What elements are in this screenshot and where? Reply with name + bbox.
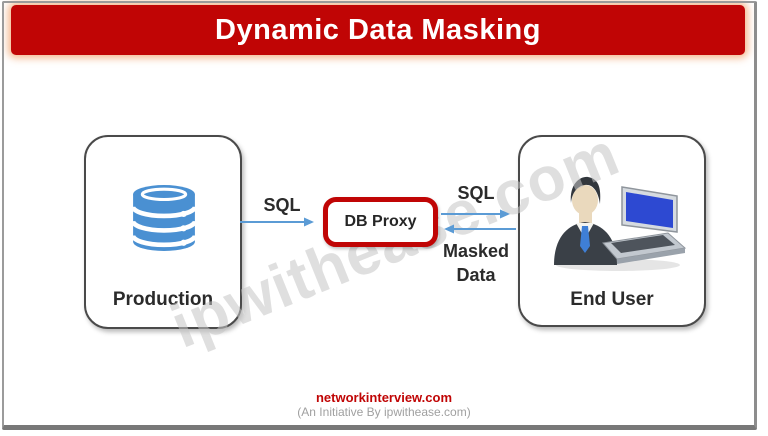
- production-label: Production: [112, 289, 214, 310]
- footer-tagline: (An Initiative By ipwithease.com): [297, 405, 471, 419]
- footer-site-text: networkinterview.com: [315, 390, 453, 405]
- sql-label-right: SQL: [457, 183, 495, 203]
- database-icon: [131, 185, 197, 251]
- db-proxy-box: DB Proxy: [323, 197, 438, 247]
- production-box: Production: [84, 135, 242, 329]
- end-user-label: End User: [570, 289, 654, 310]
- page-title: Dynamic Data Masking: [215, 13, 541, 46]
- db-proxy-label: DB Proxy: [344, 213, 417, 230]
- masked-data-label: Masked Data: [442, 241, 510, 285]
- user-laptop-icon: [554, 176, 687, 271]
- end-user-box: End User: [518, 135, 706, 327]
- sql-label-left: SQL: [263, 195, 301, 215]
- title-banner: Dynamic Data Masking: [11, 5, 745, 55]
